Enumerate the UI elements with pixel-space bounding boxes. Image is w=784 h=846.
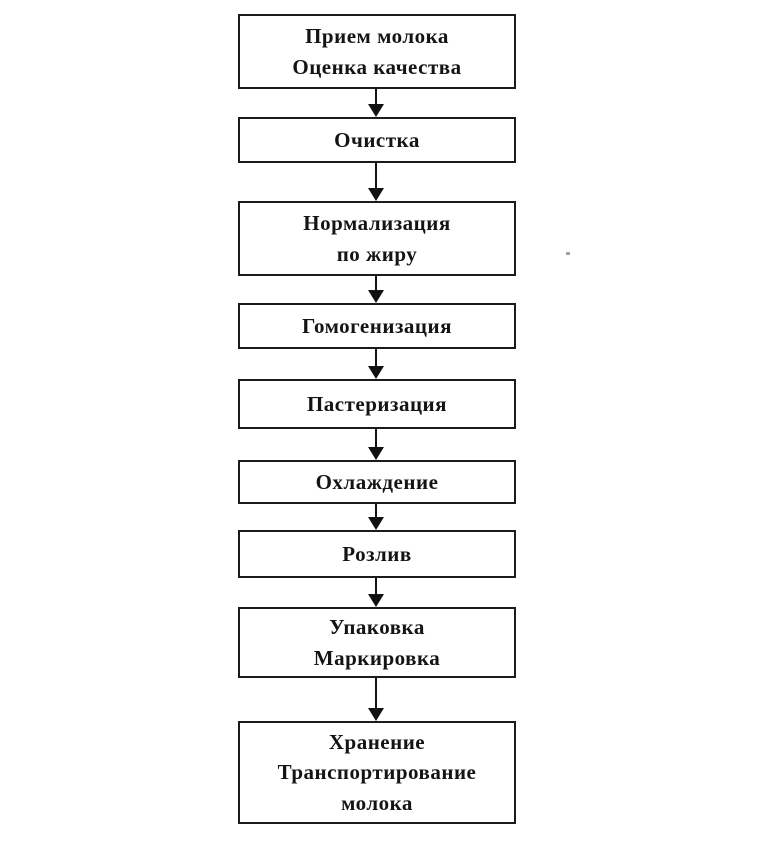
flow-step-pasteurization: Пастеризация — [238, 379, 516, 429]
arrow-head — [368, 188, 384, 201]
arrow-down-icon — [367, 678, 385, 721]
arrow-shaft — [375, 276, 377, 292]
arrow-shaft — [375, 504, 377, 519]
arrow-down-icon — [367, 429, 385, 460]
arrow-head — [368, 290, 384, 303]
arrow-head — [368, 104, 384, 117]
arrow-head — [368, 517, 384, 530]
flow-step-bottling: Розлив — [238, 530, 516, 578]
arrow-head — [368, 708, 384, 721]
arrow-head — [368, 366, 384, 379]
arrow-shaft — [375, 429, 377, 449]
arrow-down-icon — [367, 349, 385, 379]
scan-artifact-speck — [566, 252, 570, 255]
arrow-shaft — [375, 678, 377, 710]
arrow-head — [368, 594, 384, 607]
flow-step-storage: Хранение Транспортирование молока — [238, 721, 516, 824]
flow-step-packaging: Упаковка Маркировка — [238, 607, 516, 678]
arrow-down-icon — [367, 163, 385, 201]
arrow-shaft — [375, 89, 377, 106]
arrow-down-icon — [367, 276, 385, 303]
arrow-down-icon — [367, 578, 385, 607]
arrow-down-icon — [367, 504, 385, 530]
flow-step-milk-reception: Прием молока Оценка качества — [238, 14, 516, 89]
arrow-down-icon — [367, 89, 385, 117]
arrow-shaft — [375, 578, 377, 596]
flow-step-cleaning: Очистка — [238, 117, 516, 163]
flow-step-normalization: Нормализация по жиру — [238, 201, 516, 276]
arrow-shaft — [375, 349, 377, 368]
flow-step-homogenization: Гомогенизация — [238, 303, 516, 349]
arrow-shaft — [375, 163, 377, 190]
flow-step-cooling: Охлаждение — [238, 460, 516, 504]
arrow-head — [368, 447, 384, 460]
